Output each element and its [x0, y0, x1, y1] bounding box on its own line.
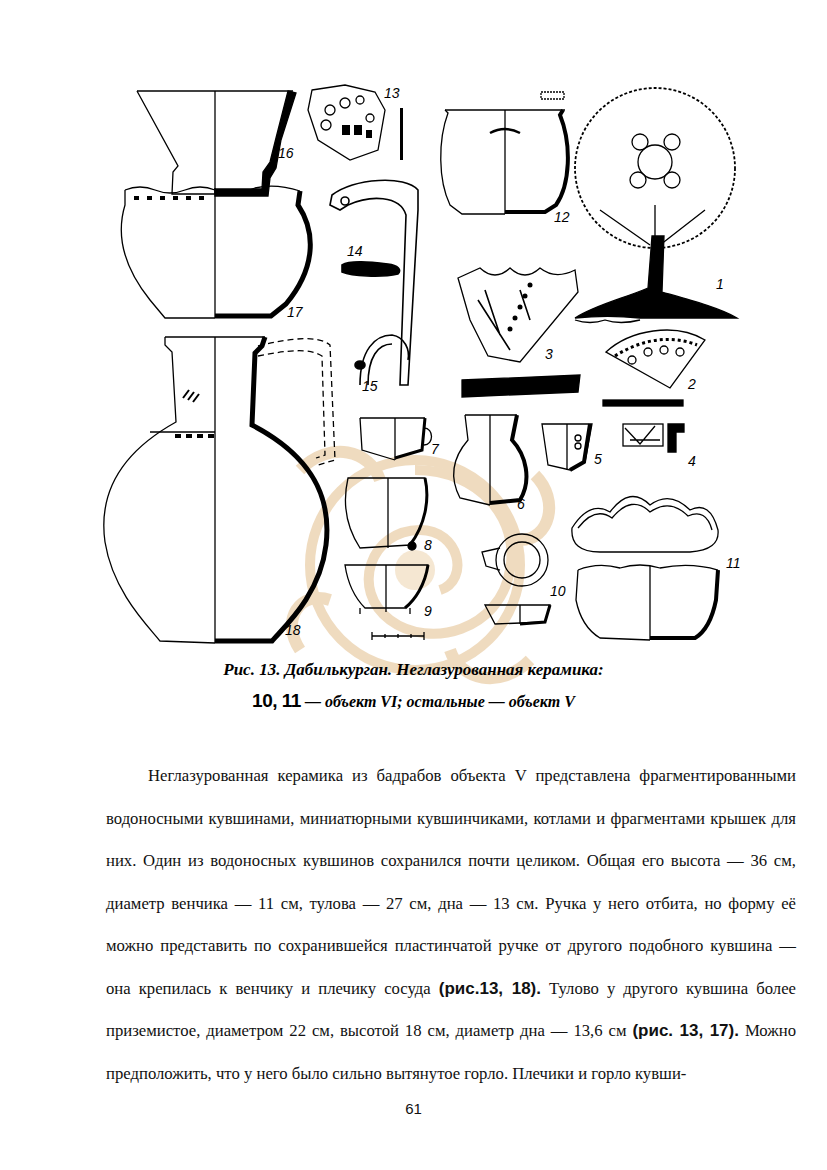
- callout-number: 8: [424, 538, 432, 552]
- callout-number: 12: [554, 210, 570, 224]
- watermark: [292, 452, 549, 678]
- vase-6: [454, 415, 527, 505]
- callout-number: 15: [362, 379, 378, 393]
- cup-5: [542, 424, 592, 470]
- vessel-16: [137, 91, 296, 196]
- callout-number: 6: [517, 497, 525, 511]
- callout-number: 5: [594, 452, 602, 466]
- fragment-15: [355, 335, 408, 385]
- callout-number: 18: [285, 623, 301, 637]
- vessel-9: [345, 565, 428, 640]
- callout-number: 7: [431, 442, 439, 456]
- body-paragraph: Неглазурованная керамика из бадрабов объ…: [106, 755, 796, 1095]
- callout-number: 10: [550, 584, 566, 598]
- page-number: 61: [0, 1100, 827, 1117]
- fragment-2: [603, 330, 705, 406]
- callout-number: 11: [726, 556, 741, 570]
- callout-number: 4: [688, 454, 696, 468]
- callout-number: 17: [287, 305, 303, 319]
- callout-number: 9: [424, 604, 432, 618]
- fragment-3: [458, 268, 580, 397]
- vessel-7: [360, 418, 432, 460]
- lid-pot-11: [572, 496, 718, 640]
- figure-reference: (рис. 13, 17).: [632, 1021, 739, 1040]
- figure-reference: (рис.13, 18).: [439, 979, 541, 998]
- handle-14: [330, 180, 418, 385]
- jug-18: [104, 337, 335, 643]
- callout-number: 16: [278, 146, 294, 160]
- fragment-13: [308, 85, 403, 160]
- caption-text: — объект VI; остальные — объект V: [305, 693, 575, 710]
- lamp-10: [482, 534, 550, 624]
- vessel-17: [121, 186, 310, 318]
- lid-1: [575, 88, 737, 323]
- callout-number: 3: [545, 347, 553, 361]
- body-text: Неглазурованная керамика из бадрабов объ…: [106, 766, 796, 998]
- callout-number: 13: [384, 86, 400, 100]
- pot-12: [441, 92, 568, 214]
- figure-caption-line: 10, 11 — объект VI; остальные — объект V: [0, 690, 827, 712]
- callout-number: 1: [716, 277, 724, 291]
- fragment-4: [623, 424, 684, 452]
- caption-numbers: 10, 11: [252, 690, 301, 711]
- vessel-8: [346, 478, 427, 550]
- callout-number: 14: [347, 244, 363, 258]
- figure-caption: Рис. 13. Дабилькурган. Неглазурованная к…: [0, 660, 827, 680]
- callout-number: 2: [688, 377, 696, 391]
